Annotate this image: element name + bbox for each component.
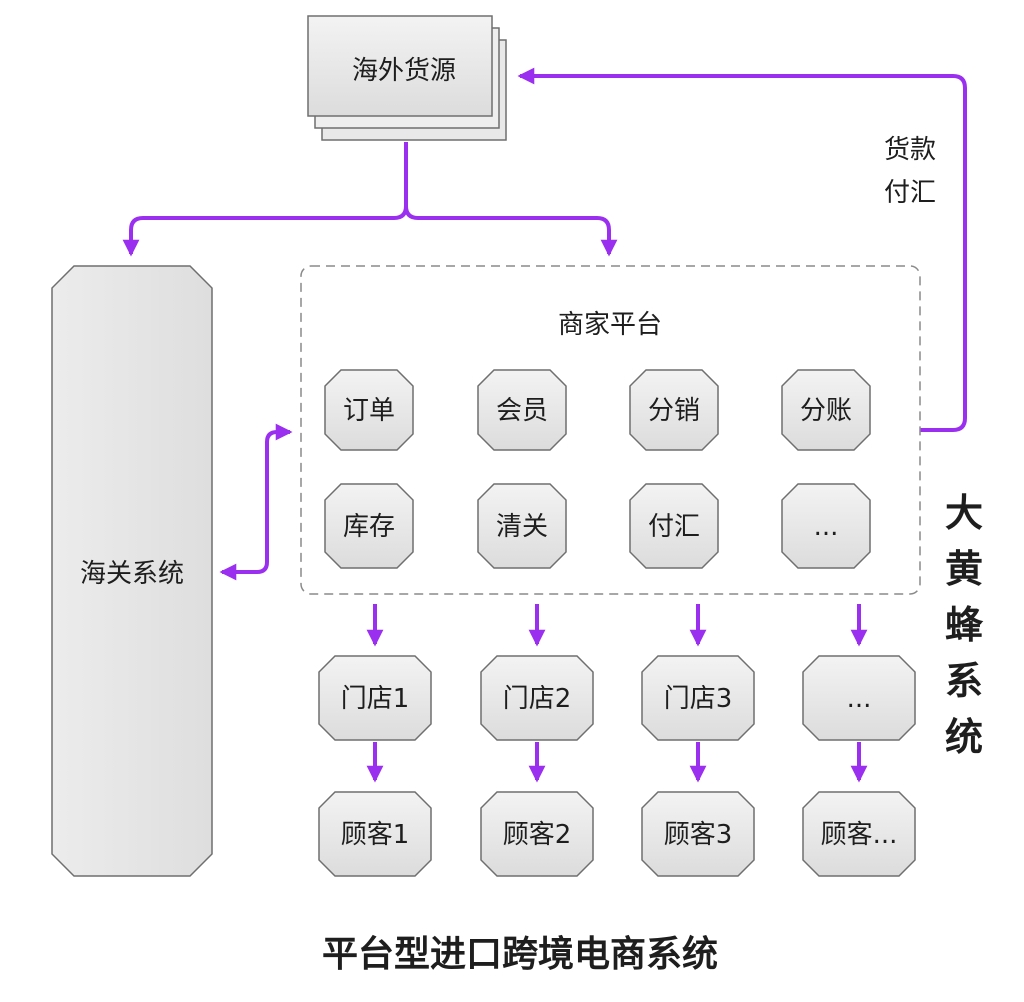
system-name-char: 系 xyxy=(945,659,983,703)
customer-label: 顾客1 xyxy=(341,820,410,850)
system-name-char: 蜂 xyxy=(945,603,984,647)
module-node: 库存 xyxy=(324,483,414,569)
module-node: 订单 xyxy=(324,369,414,451)
platform-modules: 订单 会员 分销 分账 库存 清关 付汇 ... xyxy=(324,369,871,569)
system-name-vertical: 大 黄 蜂 系 统 xyxy=(945,491,984,759)
customer-label: 顾客2 xyxy=(503,820,572,850)
module-node: 清关 xyxy=(477,483,567,569)
customer-node: 顾客... xyxy=(802,791,916,877)
merchant-platform-container xyxy=(300,265,921,595)
module-label: 订单 xyxy=(343,396,395,426)
module-label: 分销 xyxy=(648,396,700,426)
store-node: ... xyxy=(802,655,916,741)
system-name-char: 大 xyxy=(945,491,983,535)
customs-system-label: 海关系统 xyxy=(80,559,184,589)
diagram-caption: 平台型进口跨境电商系统 xyxy=(322,934,718,975)
store-node: 门店3 xyxy=(641,655,755,741)
module-node: 分销 xyxy=(629,369,719,451)
store-to-customer-arrows xyxy=(366,742,868,783)
overseas-source-node: 海外货源 xyxy=(307,15,507,141)
customer-node: 顾客3 xyxy=(641,791,755,877)
module-node: 会员 xyxy=(477,369,567,451)
module-node: ... xyxy=(781,483,871,569)
store-label: ... xyxy=(847,684,872,714)
module-label: 库存 xyxy=(343,512,395,542)
customer-label: 顾客... xyxy=(821,820,898,850)
payment-note-line2: 付汇 xyxy=(884,178,936,208)
customer-node: 顾客1 xyxy=(318,791,432,877)
store-node: 门店1 xyxy=(318,655,432,741)
module-label: ... xyxy=(814,512,839,542)
source-split-arrows xyxy=(122,142,618,257)
customer-label: 顾客3 xyxy=(664,820,733,850)
payment-note: 货款 付汇 xyxy=(884,135,936,208)
payment-return-arrow xyxy=(517,67,967,432)
store-nodes: 门店1 门店2 门店3 ... xyxy=(318,655,916,741)
overseas-source-label: 海外货源 xyxy=(352,56,456,86)
customer-node: 顾客2 xyxy=(480,791,594,877)
merchant-platform-title: 商家平台 xyxy=(558,310,662,340)
store-label: 门店2 xyxy=(503,684,572,714)
module-label: 分账 xyxy=(800,396,852,426)
system-name-char: 黄 xyxy=(945,547,983,591)
system-name-char: 统 xyxy=(945,715,983,759)
payment-note-line1: 货款 xyxy=(884,135,936,165)
customer-nodes: 顾客1 顾客2 顾客3 顾客... xyxy=(318,791,916,877)
customs-system-node: 海关系统 xyxy=(51,265,213,877)
store-label: 门店1 xyxy=(341,684,410,714)
module-node: 付汇 xyxy=(629,483,719,569)
module-label: 付汇 xyxy=(648,512,700,542)
module-node: 分账 xyxy=(781,369,871,451)
store-label: 门店3 xyxy=(664,684,733,714)
store-node: 门店2 xyxy=(480,655,594,741)
module-label: 清关 xyxy=(496,512,548,542)
module-label: 会员 xyxy=(496,396,548,426)
customs-platform-arrow xyxy=(219,423,293,581)
platform-to-store-arrows xyxy=(366,604,868,647)
